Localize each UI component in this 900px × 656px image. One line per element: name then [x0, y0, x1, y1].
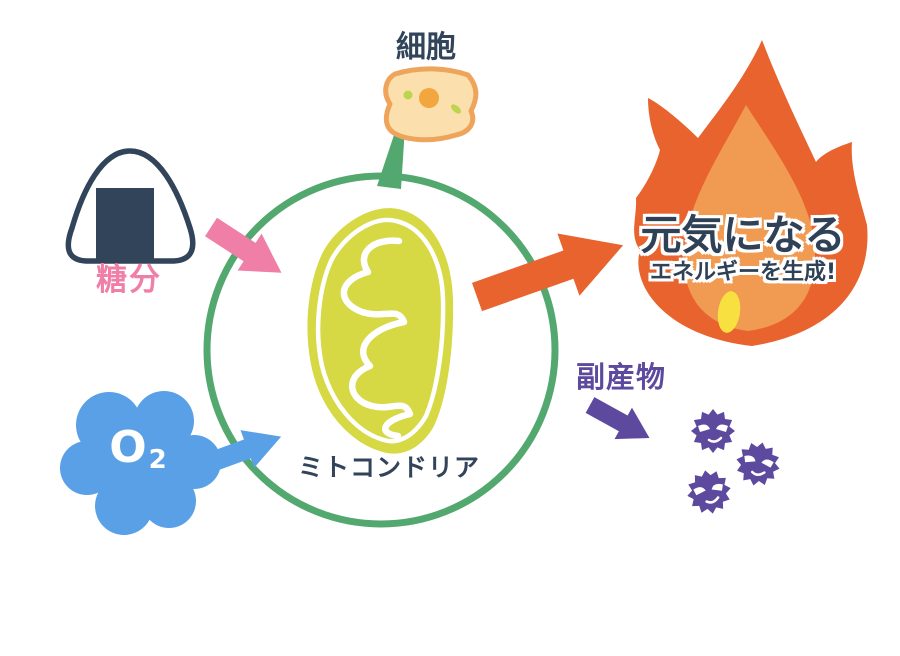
virus-eye-right	[716, 424, 728, 432]
mitochondria-cristae	[340, 237, 414, 440]
oxygen-symbol: O	[109, 422, 147, 473]
energy-title: 元気になる	[640, 211, 846, 259]
sugar-arrow	[205, 217, 282, 273]
virus-body	[687, 470, 731, 514]
virus-eye-left	[693, 487, 706, 496]
cell-icon	[383, 66, 479, 143]
mitochondria-inner-membrane	[315, 217, 446, 444]
mitochondria-label: ミトコンドリア	[297, 453, 480, 482]
cell-membrane-circle	[203, 172, 559, 528]
virus-body	[691, 409, 735, 453]
energy-subtitle: エネルギーを生成!	[649, 260, 837, 285]
oxygen-arrow	[202, 430, 282, 474]
virus-eye-right	[761, 459, 774, 468]
flame-icon	[634, 40, 868, 346]
virus-mouth	[707, 436, 723, 443]
byproduct-label: 副産物	[576, 360, 667, 394]
oxygen-arrow-shape	[202, 430, 282, 474]
energy-arrow-shape	[471, 233, 624, 312]
cell-mitochondrion-dot	[403, 90, 413, 100]
flame-core	[717, 291, 741, 333]
virus-body	[736, 442, 780, 486]
free-radical-icon	[736, 442, 780, 486]
virus-eye-right	[711, 483, 723, 491]
virus-mouth	[750, 470, 766, 476]
oxygen-subscript: 2	[148, 445, 167, 475]
virus-eye-left	[744, 455, 756, 463]
byproduct-arrow-shape	[585, 397, 650, 440]
onigiri-icon	[65, 148, 196, 264]
oxygen-cloud-icon	[60, 391, 221, 535]
onigiri-nori	[96, 188, 154, 260]
virus-eye-left	[698, 424, 710, 432]
byproduct-arrow	[585, 397, 650, 440]
cell-mitochondrion-dot	[450, 104, 462, 114]
flame-inner	[683, 105, 816, 331]
cell-nucleus	[419, 88, 439, 108]
oxygen-label: O2	[98, 422, 178, 475]
sugar-arrow-shape	[205, 217, 282, 273]
mitochondria-icon	[307, 208, 454, 454]
free-radical-icon	[687, 470, 731, 514]
energy-arrow	[471, 233, 624, 312]
virus-mouth	[705, 496, 720, 504]
cell-label: 細胞	[396, 30, 456, 65]
free-radical-icon	[691, 409, 735, 453]
sugar-label: 糖分	[96, 262, 162, 298]
